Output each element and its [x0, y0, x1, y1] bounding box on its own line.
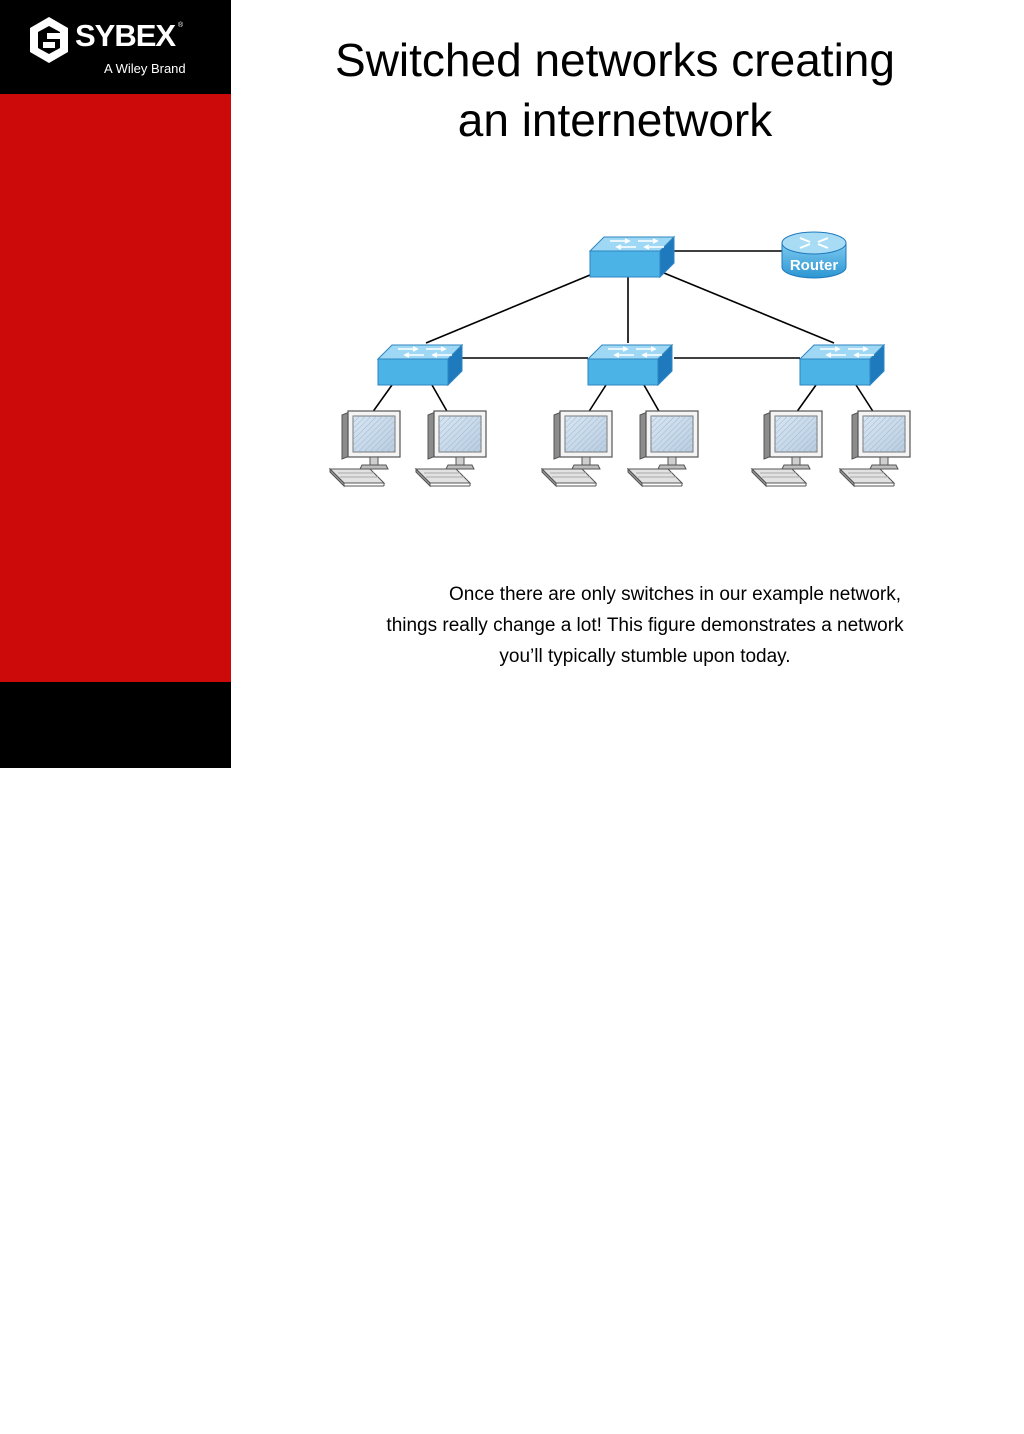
slide-title: Switched networks creating an internetwo…	[240, 30, 990, 150]
sybex-tagline: A Wiley Brand	[104, 61, 186, 76]
switch-middle	[587, 344, 673, 386]
title-line-2: an internetwork	[457, 94, 773, 146]
sybex-wordmark: SYBEX	[75, 18, 176, 53]
workstation-6	[839, 410, 911, 487]
switch-right	[799, 344, 885, 386]
caption-line-2: things really change a lot! This figure …	[386, 615, 904, 636]
wiley-wordmark: WILEY	[28, 1383, 140, 1428]
registered-mark: ®	[178, 22, 184, 29]
wiley-logo-block: WILEY	[0, 682, 231, 1428]
sybex-logo-mark	[30, 17, 68, 63]
router-label: Router	[790, 257, 838, 274]
switch-left	[377, 344, 463, 386]
sybex-logo-block: SYBEX ® A Wiley Brand	[0, 0, 231, 94]
workstation-1	[329, 410, 401, 487]
caption-line-1: Once there are only switches in our exam…	[449, 584, 901, 605]
title-line-1: Switched networks creating	[335, 34, 895, 86]
router-icon: Router	[781, 231, 847, 279]
caption-line-3: you’ll typically stumble upon today.	[499, 646, 791, 667]
workstation-5	[751, 410, 823, 487]
workstation-4	[627, 410, 699, 487]
workstation-2	[415, 410, 487, 487]
network-links	[371, 250, 875, 414]
slide-caption: Once there are only switches in our exam…	[312, 579, 978, 672]
brand-sidebar	[0, 0, 231, 768]
switch-core	[589, 236, 675, 278]
network-diagram: Router	[329, 231, 911, 487]
workstation-3	[541, 410, 613, 487]
